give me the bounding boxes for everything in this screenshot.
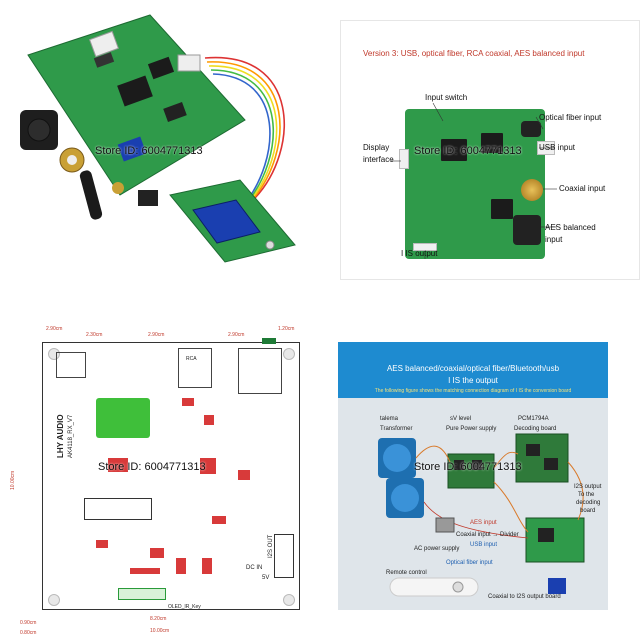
wireless-module [96, 398, 150, 438]
dim-label: 1.20cm [278, 326, 295, 332]
dim-label: 10.00cm [10, 470, 16, 490]
mount-hole [283, 594, 295, 606]
chip [481, 133, 503, 153]
label-i2s-output: I2S output [574, 484, 602, 490]
i2s-header [274, 534, 294, 578]
mount-hole [48, 594, 60, 606]
watermark-4: Store ID: 6004771313 [414, 461, 522, 473]
component [96, 540, 108, 548]
component [182, 398, 194, 406]
dim-label: 10.00cm [150, 628, 170, 634]
dim-label: 0.80cm [20, 630, 37, 636]
label-transformer: Transformer [380, 426, 413, 432]
oled-silk: OLED_IR_Key [168, 604, 201, 610]
component [212, 516, 226, 524]
label-display: Display [363, 143, 390, 152]
dim-label: 0.90cm [20, 620, 37, 626]
label-coax-divider: Coaxial input → Divider [456, 532, 519, 538]
mount-hole [48, 348, 60, 360]
chip [441, 139, 467, 161]
optical-connector-outline [56, 352, 86, 378]
rca-connector-outline [178, 348, 212, 388]
product-photo-panel [0, 0, 320, 320]
watermark-1: Store ID: 6004771313 [95, 145, 203, 157]
pcb-outline [42, 342, 300, 610]
mount-hole [283, 348, 295, 360]
dc-in-silk: DC IN [246, 565, 263, 571]
dim-label: 2.30cm [86, 332, 103, 338]
dim-label: 2.90cm [46, 326, 63, 332]
component [176, 558, 186, 574]
xlr-connector [513, 215, 541, 245]
pin-header [84, 498, 152, 520]
diagram-art [378, 433, 585, 597]
i2s-header [413, 243, 437, 251]
component [204, 415, 214, 425]
label-pure-power: Pure Power supply [446, 426, 497, 432]
component [150, 548, 164, 558]
label-pcm: PCM1794A [518, 416, 549, 422]
display-header [399, 149, 409, 169]
component [238, 470, 250, 480]
brand-silkscreen: LHY AUDIO [56, 414, 65, 458]
label-sv-level: sV level [450, 416, 472, 422]
rca-jack [521, 179, 543, 201]
connection-diagram-panel: AES balanced/coaxial/optical fiber/Bluet… [338, 342, 608, 610]
label-interface: interface [363, 155, 394, 164]
dim-label: 2.90cm [148, 332, 165, 338]
header-band [338, 342, 608, 398]
label-i2s-to: To the [578, 492, 595, 498]
label-coaxial: Coaxial input [559, 184, 606, 193]
chip [491, 199, 513, 219]
model-silkscreen: AK4118_RX_V7 [68, 414, 74, 458]
label-aes-input: AES input [470, 520, 497, 526]
component [108, 458, 128, 472]
watermark-2: Store ID: 6004771313 [414, 145, 522, 157]
label-i2s-decoding: decoding [576, 500, 601, 506]
annotation-lines [391, 102, 557, 259]
oled-header [118, 588, 166, 600]
diagram-subheading: I IS the output [448, 376, 498, 385]
diagram-heading: AES balanced/coaxial/optical fiber/Bluet… [386, 364, 560, 373]
label-decoding: Decoding board [514, 426, 557, 432]
component [200, 458, 216, 474]
diagram-caption: The following figure shows the matching … [374, 388, 572, 394]
label-usb: USB input [539, 143, 576, 152]
component [130, 568, 160, 574]
label-talema: talema [380, 416, 399, 422]
label-ac-power: AC power supply [414, 546, 460, 552]
component [202, 558, 212, 574]
label-aes: AES balanced [545, 223, 596, 232]
label-optical-input: Optical fiber input [446, 560, 493, 566]
label-optical: Optical fiber input [539, 113, 602, 122]
label-input-switch: Input switch [425, 93, 468, 102]
rca-silk: RCA [186, 356, 197, 362]
label-i2s: I IS output [401, 249, 438, 258]
label-i2s-board: board [580, 508, 596, 514]
annotated-board-panel: Version 3: USB, optical fiber, RCA coaxi… [340, 20, 640, 280]
dim-label: 8.20cm [150, 616, 167, 622]
label-remote: Remote control [386, 570, 427, 576]
optical-port [521, 121, 541, 137]
label-aes-input: input [545, 235, 563, 244]
label-usb-input: USB input [470, 542, 498, 548]
label-coax-i2s: Coaxial to I2S output board [488, 594, 561, 600]
product-photo [20, 14, 296, 263]
green-header [262, 338, 276, 344]
5v-silk: 5V [262, 575, 270, 581]
dim-label: 2.90cm [228, 332, 245, 338]
i2s-out-silk: I2S OUT [268, 534, 274, 558]
version-title: Version 3: USB, optical fiber, RCA coaxi… [363, 49, 585, 58]
watermark-3: Store ID: 6004771313 [98, 461, 206, 473]
xlr-connector-outline [238, 348, 282, 394]
pcb-layout-panel: LHY AUDIO AK4118_RX_V7 I2S OUT DC IN 5V … [0, 320, 320, 640]
